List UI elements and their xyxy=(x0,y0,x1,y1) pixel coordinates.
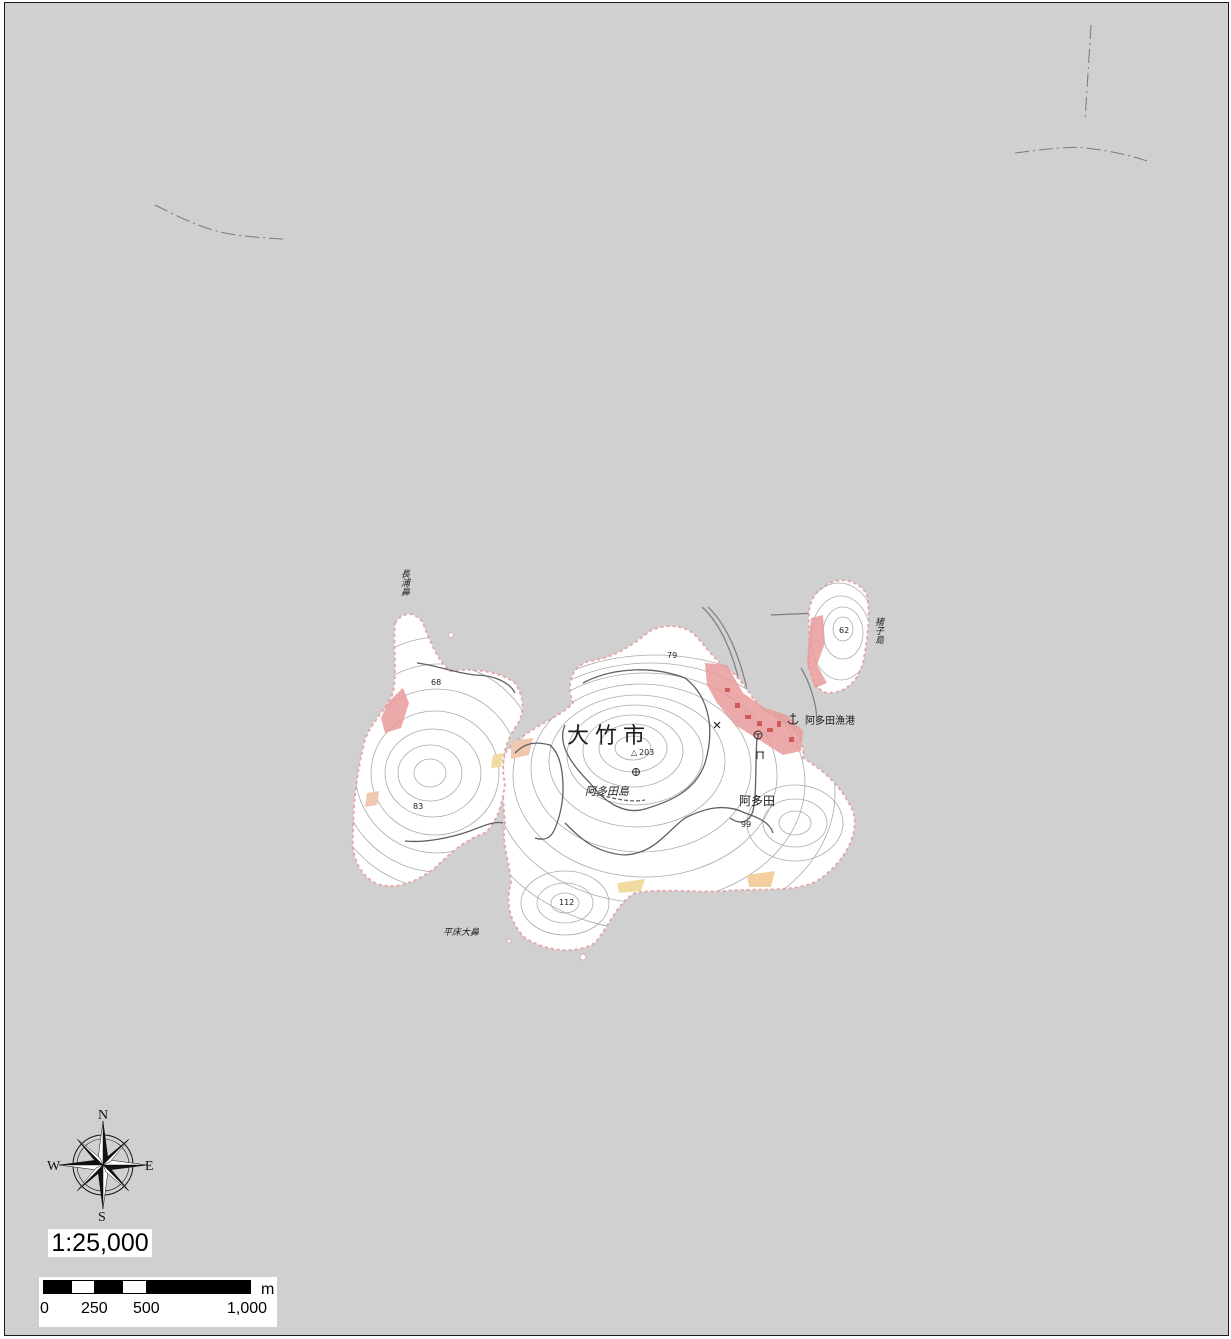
anchor-icon xyxy=(787,713,799,725)
islet-label: 猪子島 xyxy=(873,617,884,644)
village-label: 阿多田 xyxy=(739,794,775,808)
cape-north-label: 長浦鼻 xyxy=(399,569,410,596)
island-label: 阿多田島 xyxy=(585,785,630,798)
topographic-map[interactable]: 大竹市 阿多田島 阿多田 阿多田漁港 長浦鼻 平床大鼻 猪子島 △ 203 79… xyxy=(5,3,1228,1335)
shrine-icon xyxy=(756,751,764,759)
scale-bar-segment xyxy=(122,1280,147,1294)
map-symbols xyxy=(632,713,799,776)
compass-rose-icon: N S E W xyxy=(47,1108,154,1225)
farmland-patch xyxy=(617,879,645,893)
compass-east: E xyxy=(145,1159,154,1174)
compass-south: S xyxy=(98,1210,106,1221)
farmland-patch xyxy=(365,791,379,807)
school-icon xyxy=(713,721,721,729)
scale-bar-tick-label: 0 xyxy=(40,1300,49,1317)
cape-south-label: 平床大鼻 xyxy=(443,927,479,938)
rocks xyxy=(448,632,587,961)
scale-bar-segment xyxy=(147,1280,251,1294)
settlement-area xyxy=(705,663,803,755)
scale-bar-tick-label: 250 xyxy=(81,1300,108,1317)
port-label: 阿多田漁港 xyxy=(805,714,855,727)
spot-elevation: 62 xyxy=(839,626,849,635)
compass-west: W xyxy=(47,1159,61,1174)
city-label: 大竹市 xyxy=(567,724,651,749)
settlement-area xyxy=(807,615,827,688)
compass: N S E W xyxy=(47,1108,159,1225)
post-office-icon xyxy=(753,730,763,740)
scale-bar-segment xyxy=(43,1280,71,1294)
western-peninsula[interactable] xyxy=(323,613,559,889)
boundary-lines xyxy=(154,24,1148,240)
inoko-islet[interactable] xyxy=(799,579,879,699)
spot-elevation: 83 xyxy=(413,802,423,811)
scale-bar: m 0 250 500 1,000 xyxy=(39,1277,277,1327)
scale-ratio: 1:25,000 xyxy=(48,1229,152,1257)
farmland-patch xyxy=(511,738,533,759)
scale-bar-tick-label: 1,000 xyxy=(227,1300,268,1317)
summit-triangle-icon: △ xyxy=(631,748,638,757)
spot-elevation-summit: 203 xyxy=(639,748,654,757)
peninsula-roads xyxy=(404,662,516,843)
spot-elevation: 79 xyxy=(667,651,677,660)
spot-elevation: 68 xyxy=(431,678,441,687)
farmland-patch xyxy=(491,753,503,768)
scale-bar-segment xyxy=(95,1280,122,1294)
spot-elevation: 112 xyxy=(559,898,574,907)
scale-bar-unit: m xyxy=(261,1281,275,1298)
island-roads xyxy=(514,669,774,856)
spot-elevation: 99 xyxy=(741,820,751,829)
scale-bar-tick-label: 500 xyxy=(133,1300,160,1317)
power-station-icon xyxy=(632,768,640,776)
map-frame[interactable]: 大竹市 阿多田島 阿多田 阿多田漁港 長浦鼻 平床大鼻 猪子島 △ 203 79… xyxy=(4,2,1229,1336)
compass-north: N xyxy=(98,1109,108,1123)
settlement-area xyxy=(381,688,409,733)
spot-elevations: △ 203 79 68 83 112 62 99 xyxy=(413,626,849,907)
farmland-patch xyxy=(747,871,775,887)
atata-island[interactable] xyxy=(475,625,856,952)
settlement-blocks xyxy=(725,688,794,742)
scale-bar-segment xyxy=(71,1280,95,1294)
